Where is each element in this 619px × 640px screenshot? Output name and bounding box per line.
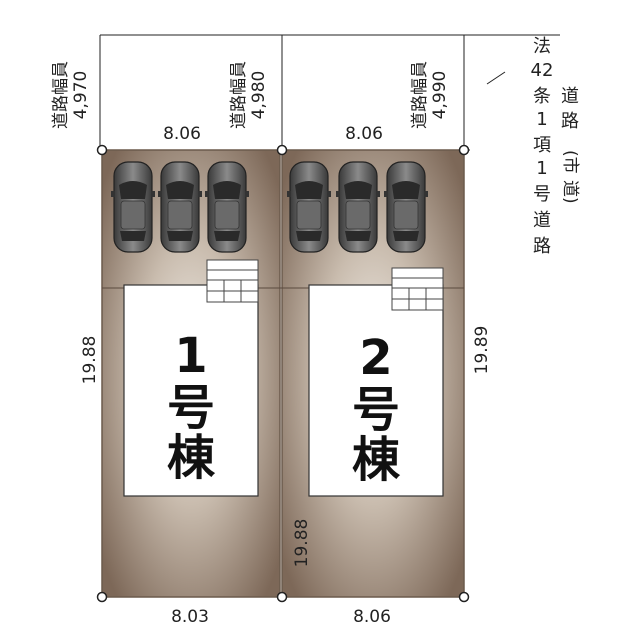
- lot-1-bottom-width: 8.03: [171, 607, 209, 627]
- car-icon: [204, 161, 250, 253]
- house-2: 2 号 棟: [308, 267, 444, 497]
- car-icon: [335, 161, 381, 253]
- road-type-char: 道: [533, 210, 551, 231]
- road-type-char: 1: [536, 109, 547, 130]
- road-width-value: 4,990: [430, 71, 450, 120]
- road-type-char: 1: [536, 158, 547, 179]
- lot-1-side-length: 19.88: [80, 336, 100, 385]
- road-type-char: 号: [533, 184, 551, 205]
- house-2-number: 2: [359, 330, 392, 386]
- car-icon: [157, 161, 203, 253]
- car-icon: [383, 161, 429, 253]
- road-width-value: 4,980: [249, 71, 269, 120]
- road-width-3: 道路幅員 4,990: [410, 61, 450, 129]
- road-name-label: 道 路 (市 道): [560, 86, 580, 204]
- house-1-number: 1: [174, 328, 207, 384]
- road-name-char: (市: [560, 150, 580, 174]
- lot-2-side-left-length: 19.88: [292, 519, 312, 568]
- car-icon: [110, 161, 156, 253]
- house-1-kanji-to: 棟: [167, 430, 216, 486]
- road-width-1: 道路幅員 4,970: [51, 61, 91, 129]
- road-width-label: 道路幅員: [51, 61, 71, 129]
- parking-lot-2: [286, 161, 429, 253]
- boundary-pins: [96, 144, 470, 603]
- road-type-char: 法: [533, 36, 551, 57]
- lot-2-side-right-length: 19.89: [472, 326, 492, 375]
- road-type-char: 条: [533, 86, 551, 107]
- road-type-char: 路: [533, 236, 551, 257]
- lot-2-bottom-width: 8.06: [353, 607, 391, 627]
- parking-lot-1: [110, 161, 250, 253]
- road-name-char: 道): [560, 180, 580, 204]
- road-type-char: 項: [533, 135, 551, 156]
- lot-1-top-width: 8.06: [163, 124, 201, 144]
- house-1-kanji-go: 号: [167, 380, 215, 436]
- house-2-kanji-go: 号: [352, 382, 400, 438]
- lot-2-top-width: 8.06: [345, 124, 383, 144]
- stairs-icon: [206, 259, 259, 303]
- road-name-char: 道: [561, 86, 579, 107]
- road-width-value: 4,970: [71, 71, 91, 120]
- house-1: 1 号 棟: [123, 259, 259, 497]
- road-type-label: 法 42 条 1 項 1 号 道 路: [531, 36, 554, 257]
- road-width-label: 道路幅員: [229, 61, 249, 129]
- road-width-label: 道路幅員: [410, 61, 430, 129]
- car-icon: [286, 161, 332, 253]
- road-name-char: 路: [561, 111, 579, 132]
- road-width-2: 道路幅員 4,980: [229, 61, 269, 129]
- stairs-icon: [391, 267, 444, 311]
- road-type-char: 42: [531, 60, 554, 81]
- house-2-kanji-to: 棟: [352, 432, 401, 488]
